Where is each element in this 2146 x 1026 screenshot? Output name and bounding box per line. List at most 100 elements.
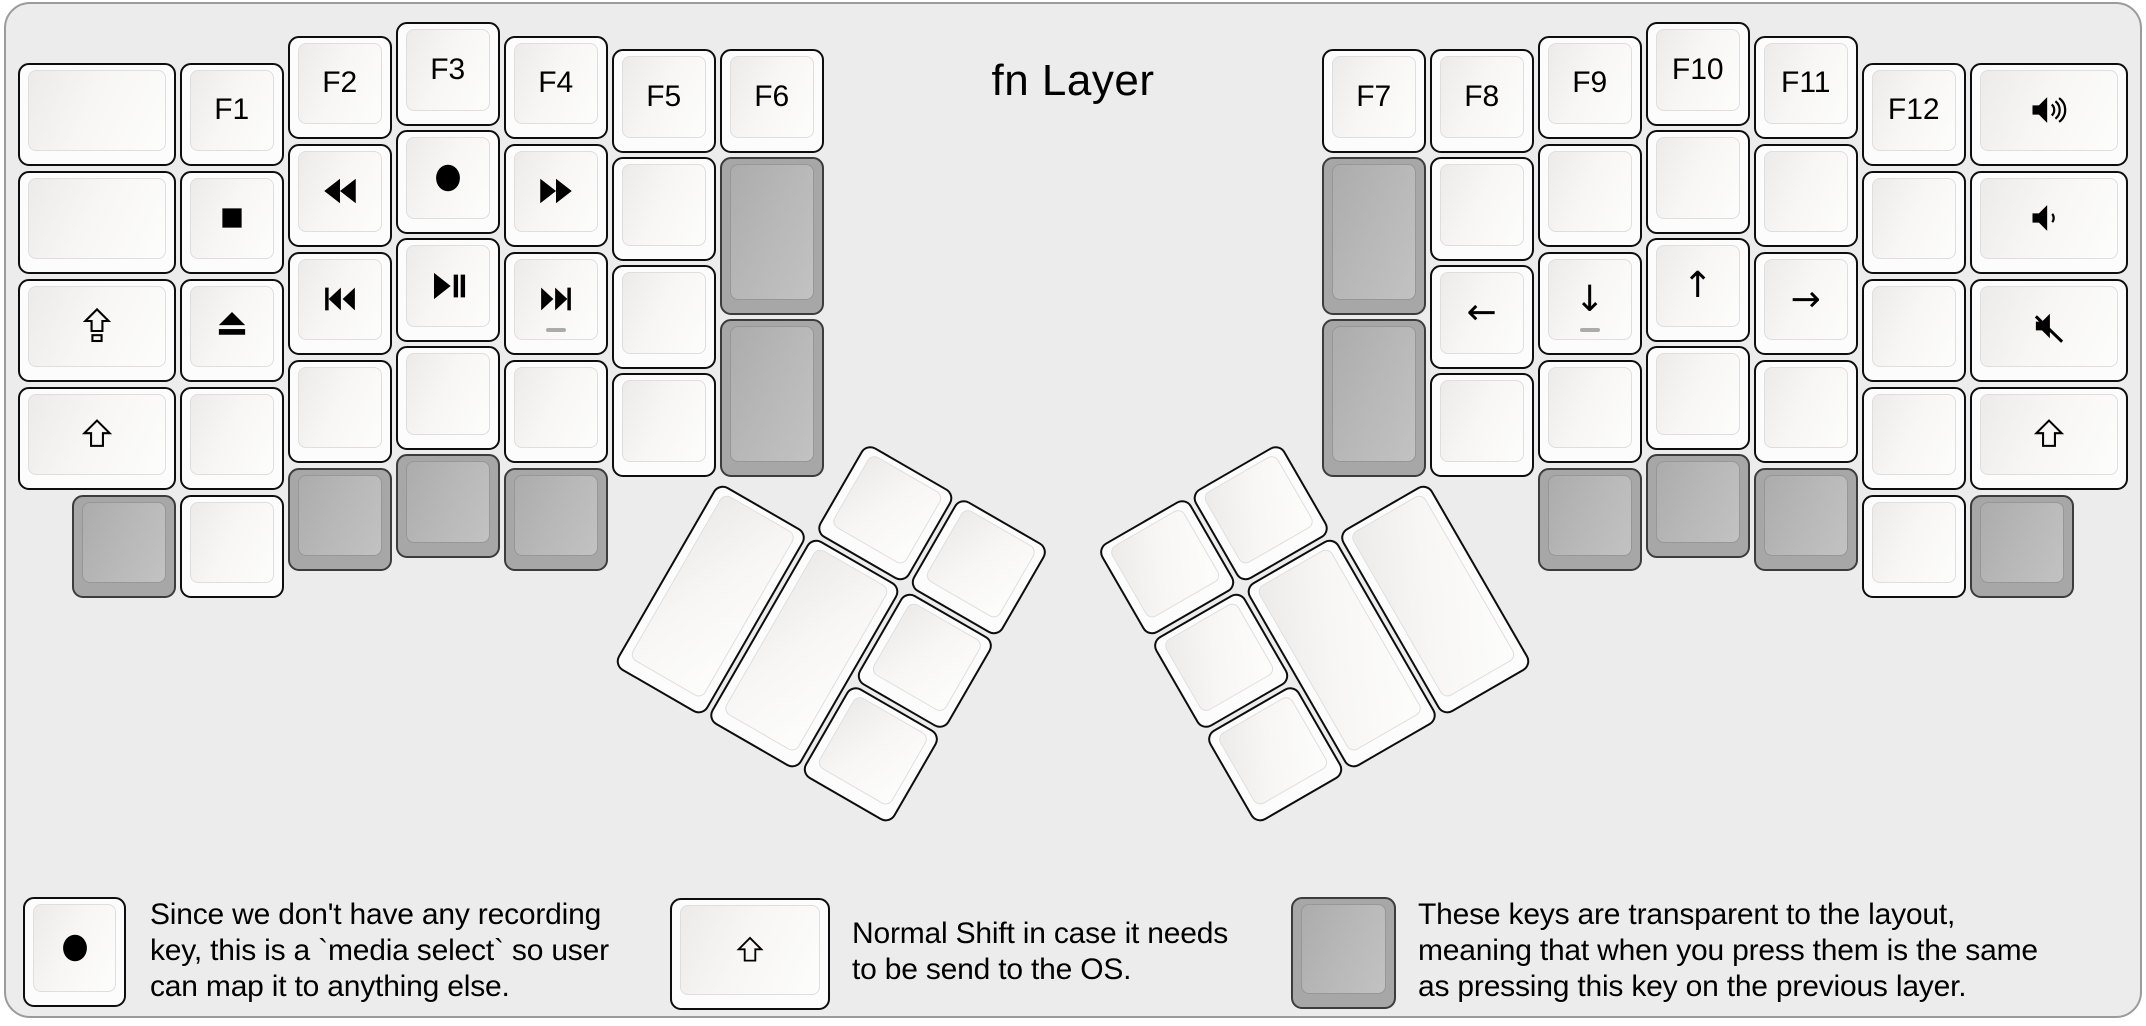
key-blank[interactable] xyxy=(288,359,392,463)
key-f5[interactable]: F5 xyxy=(612,49,716,153)
keycap-top xyxy=(1332,164,1416,300)
keycap-top xyxy=(1872,177,1956,259)
key-next-track[interactable] xyxy=(504,251,608,355)
keycap-top: F11 xyxy=(1764,42,1848,124)
key-shift[interactable] xyxy=(1970,386,2128,490)
key-caps-lock[interactable] xyxy=(18,278,176,382)
key-blank[interactable] xyxy=(18,62,176,166)
key-blank[interactable] xyxy=(504,359,608,463)
key-arrow-down[interactable]: ↓ xyxy=(1538,251,1642,355)
legend-transparent-text: These keys are transparent to the layout… xyxy=(1418,898,2038,1003)
key-blank[interactable] xyxy=(1646,346,1750,450)
key-shift[interactable] xyxy=(18,386,176,490)
key-transparent[interactable] xyxy=(1754,467,1858,571)
key-blank[interactable] xyxy=(1538,143,1642,247)
key-blank[interactable] xyxy=(612,157,716,261)
key-f2[interactable]: F2 xyxy=(288,35,392,139)
key-f10[interactable]: F10 xyxy=(1646,22,1750,126)
keycap-top xyxy=(1301,904,1386,994)
key-f7[interactable]: F7 xyxy=(1322,49,1426,153)
key-transparent[interactable] xyxy=(288,467,392,571)
keycap-top xyxy=(1332,326,1416,462)
key-blank[interactable] xyxy=(612,265,716,369)
play-pause-icon xyxy=(427,265,469,307)
key-blank[interactable] xyxy=(1862,278,1966,382)
homing-bump xyxy=(1579,328,1600,332)
keycap-top xyxy=(190,393,274,475)
key-blank[interactable] xyxy=(1754,359,1858,463)
volume-down-icon xyxy=(2027,196,2071,240)
key-blank[interactable] xyxy=(180,386,284,490)
key-transparent[interactable] xyxy=(720,157,824,315)
key-stop[interactable] xyxy=(180,170,284,274)
key-blank[interactable] xyxy=(396,346,500,450)
key-f6[interactable]: F6 xyxy=(720,49,824,153)
key-label: ↑ xyxy=(1682,265,1713,307)
key-transparent[interactable] xyxy=(504,467,608,571)
key-eject[interactable] xyxy=(180,278,284,382)
key-arrow-up[interactable]: ↑ xyxy=(1646,238,1750,342)
keycap-top xyxy=(1872,393,1956,475)
key-f3[interactable]: F3 xyxy=(396,22,500,126)
key-transparent[interactable] xyxy=(72,494,176,598)
key-f1[interactable]: F1 xyxy=(180,62,284,166)
key-f12[interactable]: F12 xyxy=(1862,62,1966,166)
key-f4[interactable]: F4 xyxy=(504,35,608,139)
legend-shift-text: Normal Shift in case it needs to be send… xyxy=(852,917,1229,986)
keycap-top xyxy=(622,164,706,246)
caps-lock-icon xyxy=(77,306,117,346)
key-blank[interactable] xyxy=(1754,143,1858,247)
key-blank[interactable] xyxy=(1862,386,1966,490)
keycap-top xyxy=(1656,353,1740,435)
keycap-top xyxy=(1980,285,2118,367)
key-mute[interactable] xyxy=(1970,278,2128,382)
key-blank[interactable] xyxy=(1646,130,1750,234)
key-volume-down[interactable] xyxy=(1970,170,2128,274)
keycap-top xyxy=(514,366,598,448)
keycap-top xyxy=(1872,285,1956,367)
keycap-top: F5 xyxy=(622,56,706,138)
key-blank[interactable] xyxy=(1430,157,1534,261)
key-transparent[interactable] xyxy=(720,319,824,477)
key-f8[interactable]: F8 xyxy=(1430,49,1534,153)
prev-track-icon xyxy=(319,278,361,320)
key-transparent[interactable] xyxy=(1322,157,1426,315)
keycap-top: ← xyxy=(1440,272,1524,354)
key-transparent[interactable] xyxy=(1970,494,2074,598)
mute-icon xyxy=(2028,305,2070,347)
key-f9[interactable]: F9 xyxy=(1538,35,1642,139)
key-blank[interactable] xyxy=(1862,494,1966,598)
keycap-top xyxy=(298,366,382,448)
keycap-top: F6 xyxy=(730,56,814,138)
keycap-top xyxy=(1440,164,1524,246)
key-blank[interactable] xyxy=(1430,373,1534,477)
key-blank[interactable] xyxy=(180,494,284,598)
key-record[interactable] xyxy=(396,130,500,234)
key-blank[interactable] xyxy=(1862,170,1966,274)
key-blank[interactable] xyxy=(1538,359,1642,463)
key-rewind[interactable] xyxy=(288,143,392,247)
key-f11[interactable]: F11 xyxy=(1754,35,1858,139)
keycap-top xyxy=(1764,366,1848,448)
key-prev-track[interactable] xyxy=(288,251,392,355)
key-transparent[interactable] xyxy=(1538,467,1642,571)
key-label: F9 xyxy=(1572,66,1608,100)
key-volume-up[interactable] xyxy=(1970,62,2128,166)
key-fast-forward[interactable] xyxy=(504,143,608,247)
key-blank[interactable] xyxy=(18,170,176,274)
keycap-top xyxy=(190,177,274,259)
volume-up-icon xyxy=(2027,88,2071,132)
key-transparent[interactable] xyxy=(1322,319,1426,477)
key-arrow-left[interactable]: ← xyxy=(1430,265,1534,369)
keycap-top xyxy=(190,285,274,367)
key-blank[interactable] xyxy=(612,373,716,477)
key-transparent[interactable] xyxy=(396,454,500,558)
key-label: F2 xyxy=(322,66,358,100)
key-transparent[interactable] xyxy=(1646,454,1750,558)
key-play-pause[interactable] xyxy=(396,238,500,342)
keycap-top xyxy=(1656,137,1740,219)
keycap-top xyxy=(1980,69,2118,151)
keycap-top: → xyxy=(1764,258,1848,340)
keycap-top xyxy=(1764,150,1848,232)
key-arrow-right[interactable]: → xyxy=(1754,251,1858,355)
